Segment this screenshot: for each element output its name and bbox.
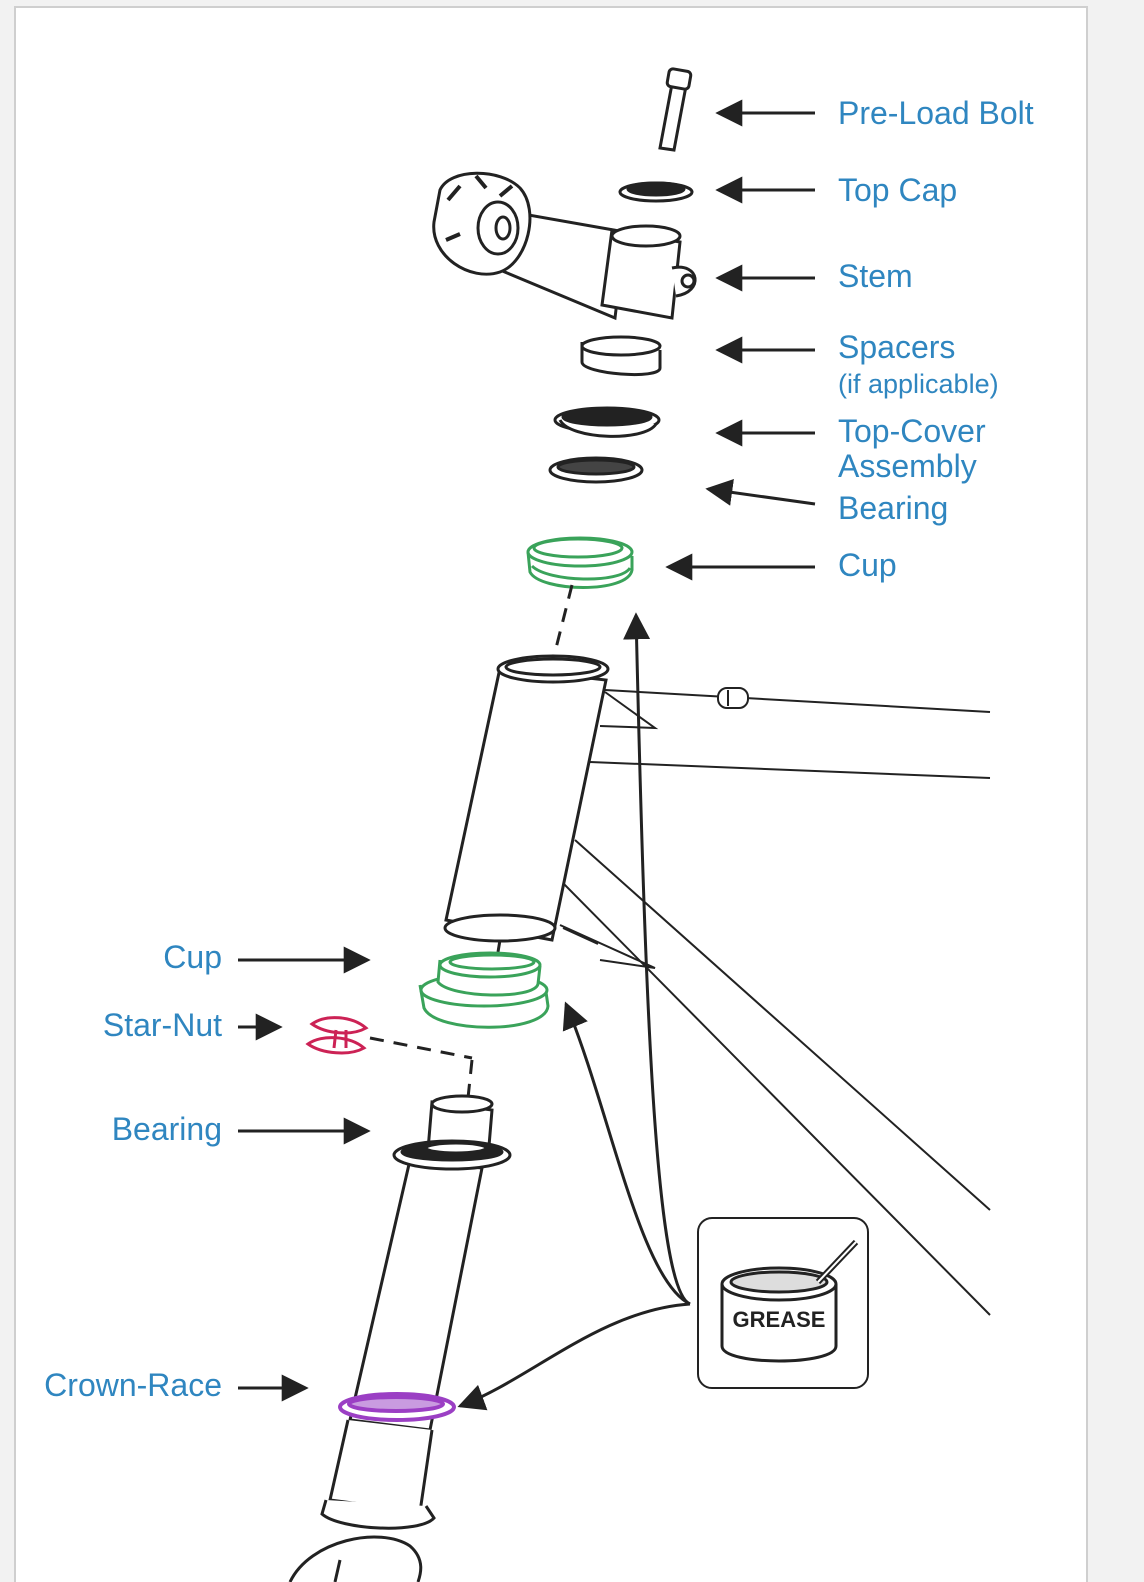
grease-box: GREASE [697, 1217, 869, 1389]
part-labels: Pre-Load Bolt Top Cap Stem Spacers (if a… [44, 95, 1034, 1403]
label-top-cap: Top Cap [838, 172, 957, 208]
grease-can-icon [720, 1239, 859, 1363]
label-bearing-upper: Bearing [838, 490, 948, 526]
label-spacers-note: (if applicable) [838, 369, 999, 399]
label-top-cover-2: Assembly [838, 448, 977, 484]
arrow-bearing-upper [705, 479, 816, 506]
grease-arrows [457, 612, 691, 1411]
lower-cup-part [418, 951, 550, 1029]
preload-bolt-part [658, 67, 693, 152]
top-cover-assembly-part [553, 406, 661, 438]
spacers-part [580, 335, 662, 377]
label-top-cover-1: Top-Cover [838, 413, 986, 449]
label-crown-race: Crown-Race [44, 1367, 222, 1403]
head-tube-part [443, 654, 610, 943]
label-preload-bolt: Pre-Load Bolt [838, 95, 1034, 131]
label-spacers: Spacers [838, 329, 955, 365]
label-cup-lower: Cup [163, 939, 222, 975]
upper-bearing-part [548, 456, 644, 484]
label-stem: Stem [838, 258, 913, 294]
label-bearing-lower: Bearing [112, 1111, 222, 1147]
star-nut-part [305, 1016, 369, 1055]
lower-bearing-part [392, 1139, 512, 1171]
grease-label: GREASE [733, 1307, 826, 1332]
crown-race-part [338, 1392, 456, 1422]
label-arrows [238, 99, 816, 1402]
stem-part [432, 171, 697, 321]
label-cup-upper: Cup [838, 547, 897, 583]
label-star-nut: Star-Nut [103, 1007, 222, 1043]
top-cap-part [618, 181, 694, 203]
upper-cup-part [526, 536, 634, 589]
fork-steerer-part [288, 1094, 494, 1582]
